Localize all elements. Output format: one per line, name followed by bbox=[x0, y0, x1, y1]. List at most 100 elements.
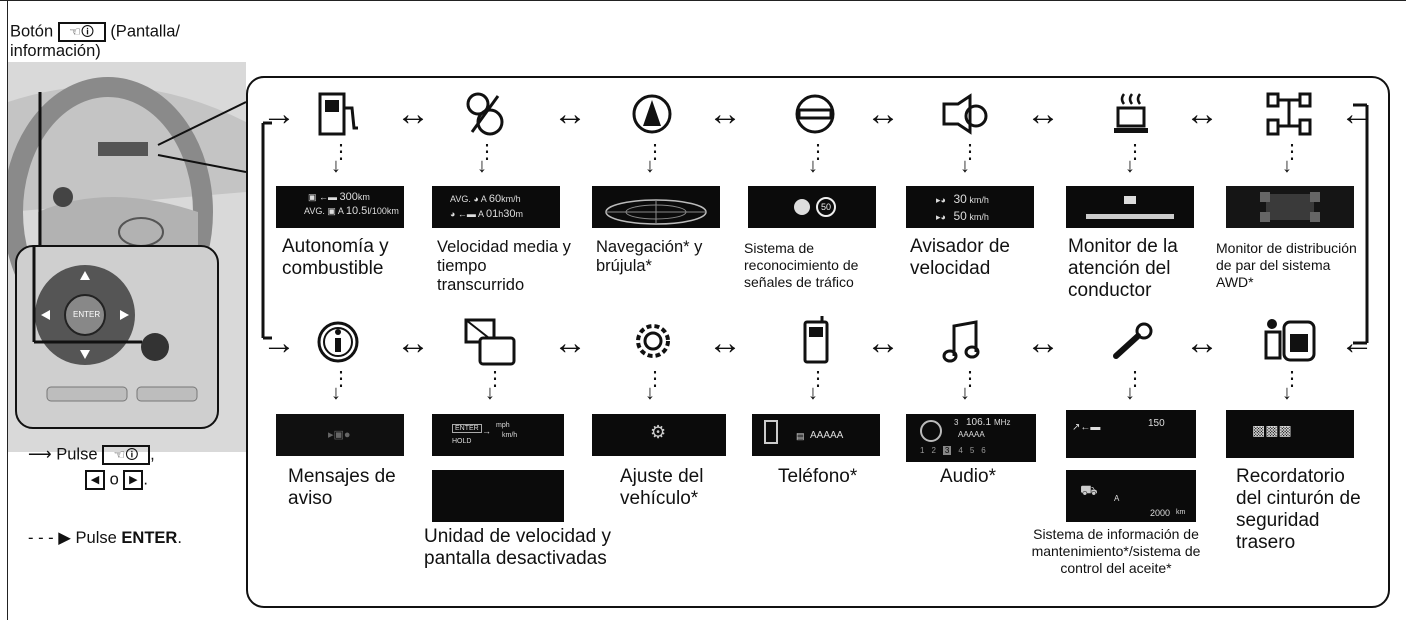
legend-period: . bbox=[143, 470, 148, 489]
hours-unit: h bbox=[498, 209, 504, 219]
keypad-graphic bbox=[32, 247, 198, 402]
loop-connectors bbox=[261, 103, 1369, 345]
legend-press: ⟶ Pulse ☜🛈, bbox=[28, 445, 228, 465]
contact-icon: ▤ bbox=[796, 431, 805, 441]
audio-screen: 3 106.1 MHz AAAAA 1 2 3 4 5 6 bbox=[906, 414, 1036, 462]
fuel-unit: l/100km bbox=[367, 206, 399, 216]
mph-label: mph bbox=[496, 422, 510, 429]
left-button-icon: ◀ bbox=[85, 470, 105, 490]
minutes-value: 30 bbox=[503, 208, 516, 220]
double-arrow-icon: ↔ bbox=[553, 324, 587, 362]
dashed-down-arrow-icon: ⋮↓ bbox=[1125, 141, 1145, 177]
frequency-unit: MHz bbox=[994, 418, 1011, 427]
range-value: 300 bbox=[339, 191, 358, 203]
double-arrow-icon: ↔ bbox=[396, 324, 430, 362]
preset-1: 1 bbox=[920, 446, 925, 455]
hold-label: HOLD bbox=[452, 438, 472, 445]
trip-label: A bbox=[477, 209, 484, 219]
caption-line2: información) bbox=[10, 42, 101, 60]
dashed-down-arrow-icon: ⋮↓ bbox=[960, 368, 980, 404]
solid-arrow-icon: ⟶ bbox=[28, 445, 52, 464]
double-arrow-icon: ↔ bbox=[866, 95, 900, 133]
speed-unit-screen: ENTER HOLD → mph km/h bbox=[432, 414, 564, 456]
avg-speed-screen: AVG. ◕ A 60km/h ◕ ←▬ A 01h30m bbox=[432, 186, 560, 228]
dashed-down-arrow-icon: ⋮↓ bbox=[1125, 368, 1145, 404]
double-arrow-icon: ↔ bbox=[1026, 324, 1060, 362]
warning-messages-label: Mensajes de aviso bbox=[288, 466, 396, 509]
dashed-down-arrow-icon: ⋮↓ bbox=[645, 368, 665, 404]
driver-attention-screen bbox=[1066, 186, 1194, 228]
average-speed-icon bbox=[466, 92, 504, 136]
trip-label: A bbox=[337, 206, 344, 216]
awd-icon bbox=[1266, 92, 1312, 136]
dashed-down-arrow-icon: ⋮↓ bbox=[808, 141, 828, 177]
top-rule bbox=[0, 0, 1406, 1]
speed-1-unit: km/h bbox=[969, 195, 989, 205]
fuel-value: 10.5 bbox=[345, 205, 368, 217]
speed-unit-blank-screen bbox=[432, 470, 564, 522]
unit-toggle-icon: → bbox=[482, 426, 491, 436]
right-button-icon: ▶ bbox=[123, 470, 144, 490]
speed-2-unit: km/h bbox=[969, 212, 989, 222]
legend-or: o bbox=[109, 470, 119, 489]
legend-enter-word: ENTER bbox=[121, 529, 178, 547]
dashed-down-arrow-icon: ⋮↓ bbox=[808, 368, 828, 404]
button-caption: Botón ☜🛈 (Pantalla/ información) bbox=[10, 22, 250, 61]
legend-arrows: ◀ o ▶. bbox=[85, 470, 225, 490]
station-name: AAAAA bbox=[958, 430, 985, 439]
awd-screen bbox=[1226, 186, 1354, 228]
right-arrow-icon: → bbox=[262, 95, 296, 133]
speed-unit-label: Unidad de velocidad y pantalla desactiva… bbox=[424, 526, 611, 569]
legend-comma: , bbox=[150, 445, 155, 464]
rear-seatbelt-screen: ▩▩▩ bbox=[1226, 410, 1354, 458]
double-arrow-icon: ↔ bbox=[1185, 95, 1219, 133]
dashed-down-arrow-icon: ⋮↓ bbox=[331, 368, 351, 404]
preset-number: 3 bbox=[954, 418, 959, 427]
oil-screen: ⛟ A 2000 km bbox=[1066, 470, 1196, 522]
seatbelt-status-icon: ▩▩▩ bbox=[1252, 422, 1292, 438]
traffic-sign-label: Sistema de reconocimiento de señales de … bbox=[744, 240, 859, 290]
legend-enter-press: Pulse bbox=[75, 529, 117, 547]
trip-label: A bbox=[480, 194, 487, 204]
rear-seatbelt-icon bbox=[1264, 319, 1316, 362]
gear-icon bbox=[636, 324, 670, 358]
preset-3: 3 bbox=[942, 446, 952, 455]
legend-press-label: Pulse bbox=[56, 445, 98, 464]
audio-label: Audio* bbox=[940, 466, 996, 487]
left-arrow-icon: ← bbox=[1340, 95, 1374, 133]
vehicle-settings-label: Ajuste del vehículo* bbox=[620, 466, 704, 509]
frequency: 106.1 bbox=[966, 417, 992, 428]
wrench-icon bbox=[1113, 322, 1153, 359]
preset-6: 6 bbox=[981, 446, 986, 455]
oil-a-label: A bbox=[1114, 494, 1120, 503]
vehicle-settings-screen: ⚙ bbox=[592, 414, 726, 456]
legend-enter-period: . bbox=[177, 529, 182, 547]
preset-bar: 1 2 3 4 5 6 bbox=[920, 446, 1030, 455]
distance-1: 150 bbox=[1148, 418, 1165, 429]
driver-attention-label: Monitor de la atención del conductor bbox=[1068, 236, 1178, 301]
dashed-down-arrow-icon: ⋮↓ bbox=[960, 141, 980, 177]
left-arrow-icon: ← bbox=[1340, 324, 1374, 362]
caption-suffix: (Pantalla/ bbox=[110, 22, 181, 41]
navigation-label: Navegación* y brújula* bbox=[596, 238, 703, 275]
kmh-label: km/h bbox=[502, 432, 518, 439]
dashed-down-arrow-icon: ⋮↓ bbox=[645, 141, 665, 177]
speed-limit-sign: 50 bbox=[816, 197, 836, 217]
minutes-unit: m bbox=[515, 209, 524, 219]
fuel-pump-icon bbox=[318, 92, 358, 136]
dashed-down-arrow-icon: ⋮↓ bbox=[477, 141, 497, 177]
oil-can-icon: ⛟ bbox=[1080, 482, 1098, 498]
right-arrow-icon: → bbox=[262, 324, 296, 362]
traffic-sign-icon bbox=[795, 94, 835, 134]
double-arrow-icon: ↔ bbox=[708, 324, 742, 362]
preset-4: 4 bbox=[958, 446, 963, 455]
rear-seatbelt-label: Recordatorio del cinturón de seguridad t… bbox=[1236, 466, 1361, 553]
speed-value: 60 bbox=[488, 193, 502, 205]
wrench-small-icon: ↗←▬ bbox=[1072, 422, 1101, 433]
phone-name: AAAAA bbox=[810, 430, 844, 441]
no-overtake-sign-icon bbox=[794, 199, 810, 215]
maintenance-screen: ↗←▬ 150 bbox=[1066, 410, 1196, 458]
avg-speed-label: Velocidad media y tiempo transcurrido bbox=[437, 238, 571, 294]
dashed-down-arrow-icon: ⋮↓ bbox=[1282, 141, 1302, 177]
